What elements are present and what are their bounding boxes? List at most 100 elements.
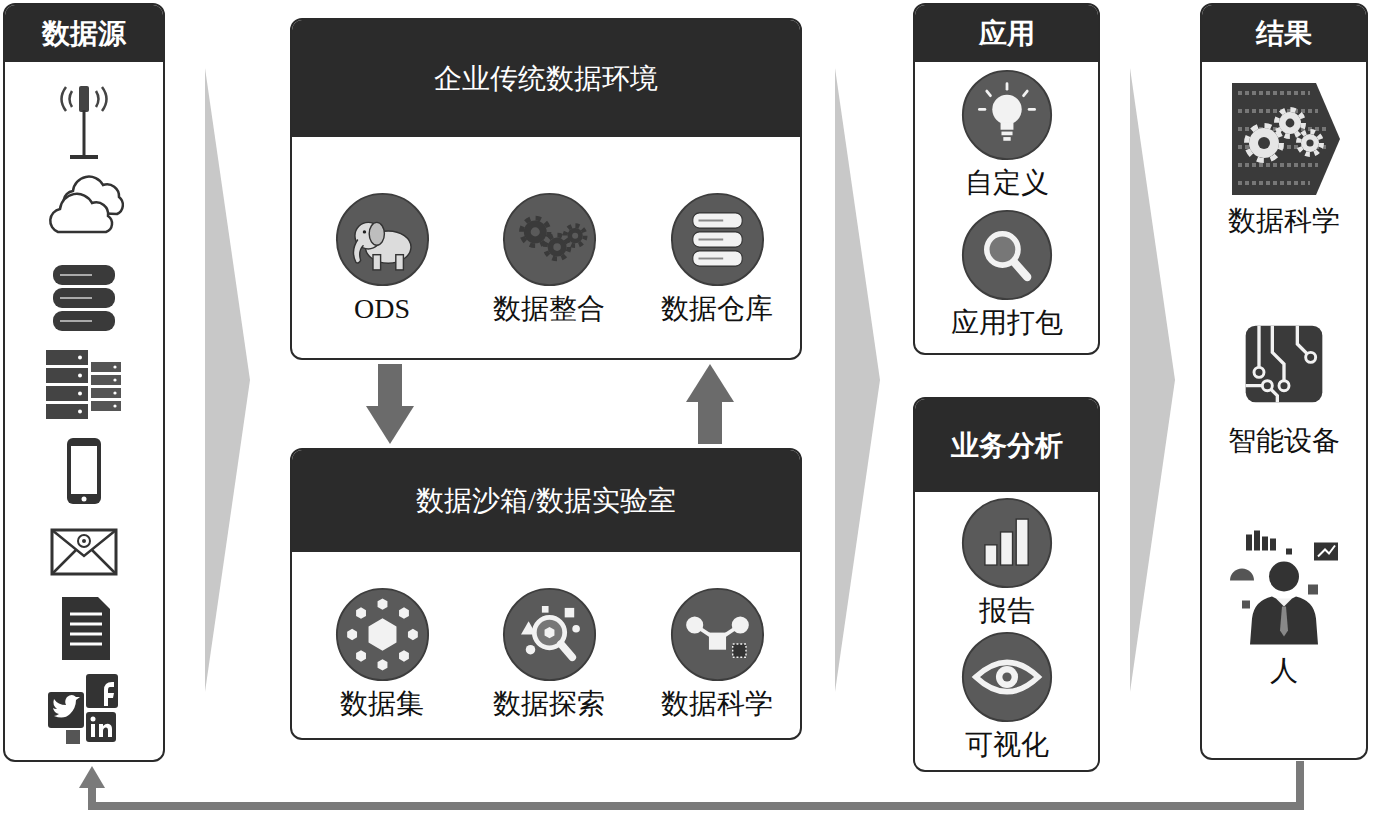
icon-graphic xyxy=(670,192,765,287)
hex-icon xyxy=(377,659,387,670)
icon-graphic xyxy=(502,587,597,682)
icon-graphic xyxy=(335,192,430,287)
server-icon xyxy=(91,388,121,398)
phone-icon xyxy=(67,438,101,504)
flow-arrow xyxy=(378,364,402,406)
explore-icon xyxy=(521,621,536,634)
item-label: 人 xyxy=(1270,655,1298,687)
social-icon xyxy=(48,692,84,728)
server-icon xyxy=(78,410,82,414)
explore-icon xyxy=(503,589,594,680)
person-icon xyxy=(1318,546,1335,557)
gears-icon xyxy=(553,243,561,251)
document-icon xyxy=(70,633,102,636)
social-icon xyxy=(91,717,96,722)
person-icon xyxy=(1276,599,1292,607)
bulb-icon xyxy=(1001,132,1012,136)
gears-icon xyxy=(545,235,569,259)
bulb-icon xyxy=(1029,108,1035,111)
hex-icon xyxy=(368,618,396,650)
server-icon xyxy=(78,356,82,360)
item-label: 数据集 xyxy=(340,688,424,720)
item-label: 可视化 xyxy=(965,729,1049,761)
icon-item: 数据整合 xyxy=(464,192,634,325)
bulb-icon xyxy=(963,71,1051,159)
chip-icon xyxy=(1246,326,1309,403)
database-icon xyxy=(53,265,115,285)
icon-graphic xyxy=(670,587,765,682)
bars-icon xyxy=(963,499,1051,587)
elephant-icon xyxy=(369,222,384,245)
hex-icon xyxy=(347,629,357,640)
explore-icon xyxy=(541,606,548,613)
item-label: 自定义 xyxy=(965,167,1049,199)
net-icon xyxy=(671,589,762,680)
mail-icon xyxy=(52,530,116,574)
server-icon xyxy=(46,350,121,419)
document-icon xyxy=(62,597,110,660)
header-band: 企业传统数据环境 xyxy=(292,20,800,137)
person-icon xyxy=(1269,562,1299,592)
cloud-icon xyxy=(50,194,112,232)
tower-icon xyxy=(70,91,73,107)
tower-icon xyxy=(83,110,86,156)
person-icon xyxy=(1262,537,1268,551)
chip-icon xyxy=(1279,381,1289,391)
server-icon xyxy=(46,386,88,401)
icon-item: 可视化 xyxy=(922,631,1092,761)
db-icon xyxy=(692,213,741,228)
eye-icon xyxy=(996,666,1018,688)
database-icon xyxy=(53,265,115,331)
database-icon xyxy=(53,288,115,308)
dsci-icon xyxy=(1232,83,1340,195)
icon-graphic xyxy=(1224,319,1344,419)
server-icon xyxy=(46,404,88,419)
item-label: 数据仓库 xyxy=(661,293,773,325)
mail-icon xyxy=(52,530,116,574)
hex-icon xyxy=(399,607,409,618)
source-panel: 数据源 xyxy=(3,3,165,762)
header-text: 业务分析 xyxy=(951,427,1063,465)
icon-item: 数据科学 xyxy=(1209,79,1359,237)
bulb-icon xyxy=(979,108,985,111)
bulb-icon xyxy=(987,91,991,96)
server-icon xyxy=(78,374,82,378)
elephant-icon xyxy=(336,194,427,285)
flow-chevron xyxy=(205,68,1175,692)
lens-icon xyxy=(963,211,1051,299)
chip-icon xyxy=(1262,381,1272,391)
icon-item: 数据仓库 xyxy=(632,192,802,325)
bars-icon xyxy=(1001,532,1013,565)
explore-icon xyxy=(525,645,535,655)
dsci-icon xyxy=(1238,91,1310,95)
elephant-icon xyxy=(362,230,365,233)
icon-graphic xyxy=(961,631,1053,723)
bulb-icon xyxy=(992,95,1021,124)
social-icon xyxy=(99,724,112,737)
eye-icon xyxy=(976,662,1039,691)
social-icon xyxy=(86,674,118,708)
net-icon xyxy=(671,589,762,680)
dsci-icon xyxy=(1238,181,1310,185)
db-icon xyxy=(671,194,762,285)
hex-icon xyxy=(377,598,387,609)
bulb-icon xyxy=(1003,137,1010,141)
person-icon xyxy=(1250,597,1318,645)
item-label: 智能设备 xyxy=(1228,425,1340,457)
icon-item: 智能设备 xyxy=(1209,319,1359,457)
icon-item: 报告 xyxy=(922,497,1092,627)
header-text: 结果 xyxy=(1256,15,1312,53)
hex-icon xyxy=(399,650,409,661)
tower-icon xyxy=(62,87,67,111)
person-icon xyxy=(1308,585,1318,595)
database-icon xyxy=(60,297,92,299)
explore-icon xyxy=(560,644,571,657)
flow-chevron xyxy=(835,68,880,692)
eye-icon xyxy=(963,633,1051,721)
elephant-icon xyxy=(336,194,427,285)
elephant-icon xyxy=(395,255,403,270)
dsci-icon xyxy=(1277,110,1304,137)
header-text: 数据沙箱/数据实验室 xyxy=(416,482,676,520)
social-icon xyxy=(66,730,80,744)
